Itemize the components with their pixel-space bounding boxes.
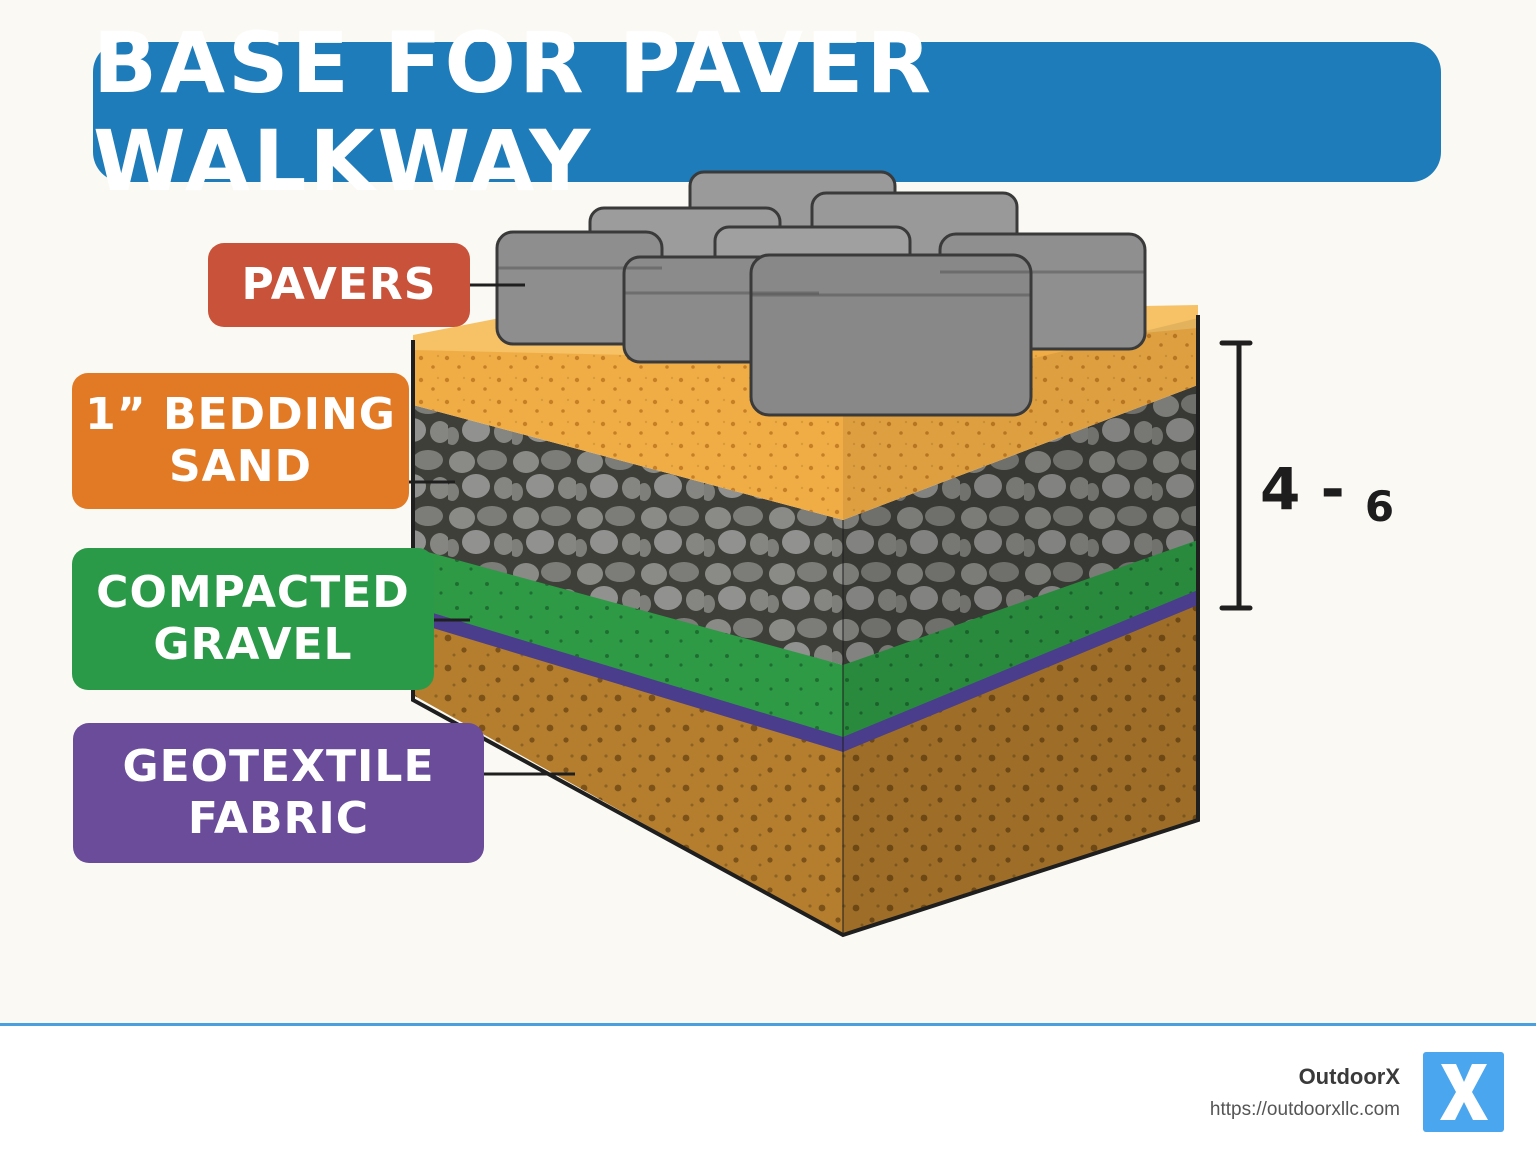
depth-max: 6: [1364, 482, 1395, 531]
fabric-layer: [413, 588, 1198, 752]
label-geotextile-fabric: GEOTEXTILE FABRIC: [73, 723, 484, 863]
depth-label: 4 - 6: [1260, 455, 1394, 531]
x-logo-icon: [1423, 1052, 1504, 1132]
paver-blocks: [495, 170, 1147, 417]
page-title: BASE FOR PAVER WALKWAY: [93, 14, 935, 210]
label-compacted-gravel: COMPACTED GRAVEL: [72, 548, 434, 690]
label-bedding-sand: 1” BEDDING SAND: [72, 373, 409, 509]
footer-divider: [0, 1023, 1536, 1026]
depth-min: 4: [1260, 455, 1301, 523]
label-pavers: PAVERS: [208, 243, 470, 327]
title-banner: BASE FOR PAVER WALKWAY: [93, 14, 1441, 210]
leader-lines: [409, 283, 575, 776]
depth-separator: -: [1320, 455, 1345, 523]
brand-name: OutdoorX: [1298, 1064, 1400, 1089]
depth-bracket: [1219, 340, 1253, 611]
footer: [0, 1026, 1536, 1154]
brand-url[interactable]: https://outdoorxllc.com: [1209, 1099, 1400, 1120]
green-layer: [413, 520, 1198, 737]
gravel-layer: [413, 385, 1198, 665]
